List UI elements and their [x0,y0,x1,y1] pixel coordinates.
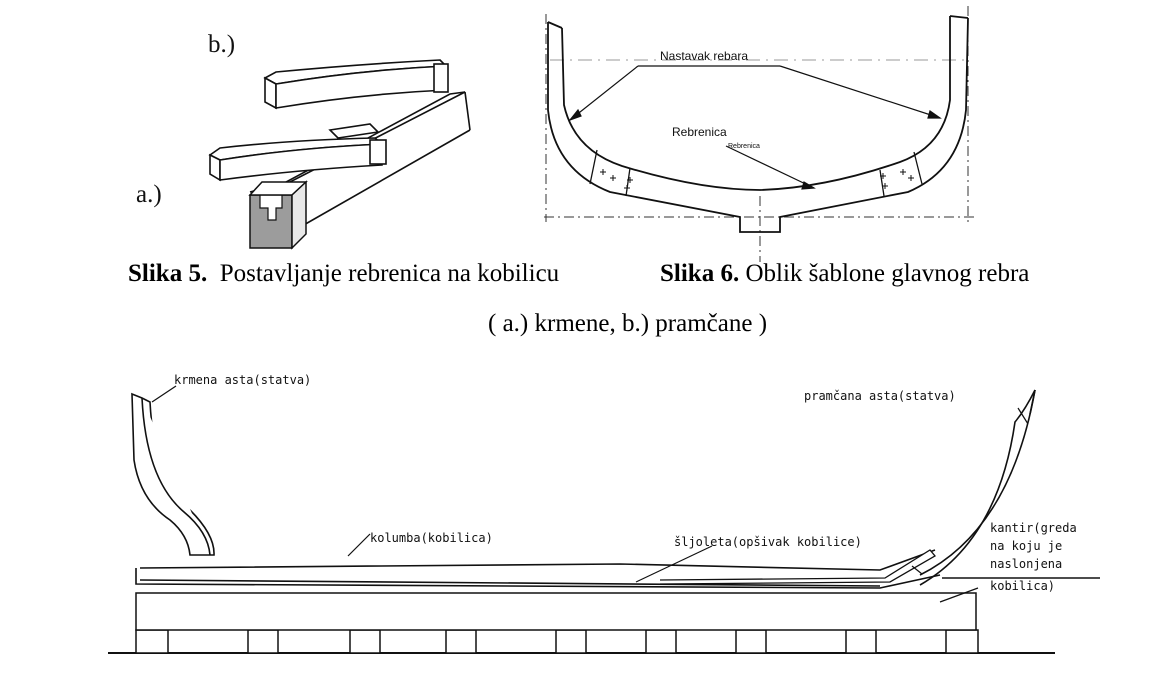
leader-lines [568,65,942,190]
figure5-caption: Slika 5. Postavljanje rebrenica na kobil… [128,260,559,288]
sljoleta-label: šljoleta(opšivak kobilice) [674,535,862,549]
keel-planking [659,549,936,585]
figure6-caption: Slika 6. Oblik šablone glavnog rebra [660,260,1029,288]
rebrenica-label: Rebrenica [672,125,727,139]
nastavak-rebara-label: Nastavak rebara [660,49,748,63]
figure7-drawing: krmena asta(statva) pramčana asta(statva… [108,373,1100,654]
kantir-label-line1: kantir(greda [990,521,1077,535]
figure6-caption-text: Oblik šablone glavnog rebra [745,260,1030,287]
krmena-asta-label: krmena asta(statva) [174,373,311,387]
bolt-marks [600,169,914,191]
figure7-leaders [151,385,1029,603]
figure5-caption-number: Slika 5. [128,260,208,287]
figure5-drawing: b.) a.) [136,31,471,250]
kolumba-label: kolumba(kobilica) [370,531,493,545]
stern-post [131,392,215,556]
building-beam [135,592,977,631]
figure5-caption-text: Postavljanje rebrenica na kobilicu [219,260,560,287]
reference-lines [544,6,976,262]
floor-timber-fore [263,59,449,139]
kantir-label-line3: naslonjena [990,557,1062,571]
figure5-label-a: a.) [136,181,162,208]
stem-post [919,389,1036,586]
pramcana-asta-label: pramčana asta(statva) [804,389,956,403]
kantir-label-line4: kobilica) [990,579,1055,593]
figure6-drawing: Nastavak rebara Rebrenica Rebrenica [544,6,976,262]
figure6-caption-number: Slika 6. [660,260,740,287]
frame-joints [589,149,923,197]
rebrenica-small-label: Rebrenica [728,143,760,150]
frame-outline [547,15,969,233]
kantir-label-line2: na koju je [990,539,1062,553]
figure5-caption-sub: ( a.) krmene, b.) pramčane ) [488,310,768,337]
figure5-label-b: b.) [208,31,235,58]
keel [135,549,941,589]
keel-blocks [135,629,979,654]
keel-section [248,180,308,250]
floor-timber-aft [208,137,387,182]
